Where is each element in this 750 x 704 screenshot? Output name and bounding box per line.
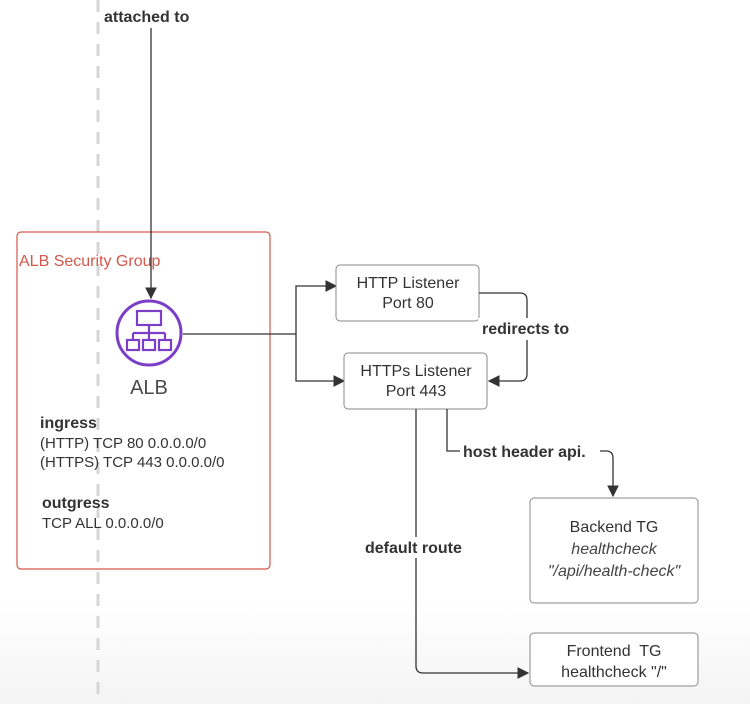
edge-to-https-listener <box>295 334 346 387</box>
label-background <box>362 537 474 558</box>
backend-tg-title: Backend TG <box>570 519 659 536</box>
backend-tg-healthcheck-label: healthcheck <box>571 541 657 558</box>
label-background <box>478 318 580 340</box>
http-listener-node[interactable]: HTTP Listener Port 80 <box>335 264 480 322</box>
edge-label-redirects-to: redirects to <box>482 321 569 338</box>
outgress-rule: TCP ALL 0.0.0.0/0 <box>42 515 164 532</box>
alb-label: ALB <box>130 377 168 399</box>
edge-label-host-header: host header api. <box>463 444 586 461</box>
outgress-heading: outgress <box>42 495 110 512</box>
http-listener-port: Port 80 <box>382 295 434 312</box>
ingress-rule: (HTTP) TCP 80 0.0.0.0/0 <box>40 435 206 452</box>
security-group-box[interactable] <box>16 231 271 570</box>
frontend-target-group-node[interactable]: Frontend TG healthcheck "/" <box>529 632 699 687</box>
https-listener-port: Port 443 <box>386 383 447 400</box>
edge-to-http-listener <box>295 280 338 334</box>
frontend-tg-healthcheck: healthcheck "/" <box>561 664 667 681</box>
label-background <box>460 441 600 462</box>
load-balancer-icon[interactable] <box>115 299 183 367</box>
edge-label-attached-to: attached to <box>104 9 190 26</box>
frontend-tg-title: Frontend TG <box>567 643 662 660</box>
edge-label-default-route: default route <box>365 540 462 557</box>
http-listener-title: HTTP Listener <box>357 275 461 292</box>
https-listener-node[interactable]: HTTPs Listener Port 443 <box>343 352 488 410</box>
security-group-title: ALB Security Group <box>19 253 161 270</box>
backend-tg-healthcheck-path: "/api/health-check" <box>548 563 682 580</box>
ingress-heading: ingress <box>40 415 97 432</box>
ingress-rule: (HTTPS) TCP 443 0.0.0.0/0 <box>40 454 225 471</box>
edge-host-header <box>446 409 619 498</box>
edge-default-route <box>415 409 530 679</box>
backend-target-group-node[interactable]: Backend TG healthcheck "/api/health-chec… <box>529 497 699 604</box>
https-listener-title: HTTPs Listener <box>360 363 472 380</box>
